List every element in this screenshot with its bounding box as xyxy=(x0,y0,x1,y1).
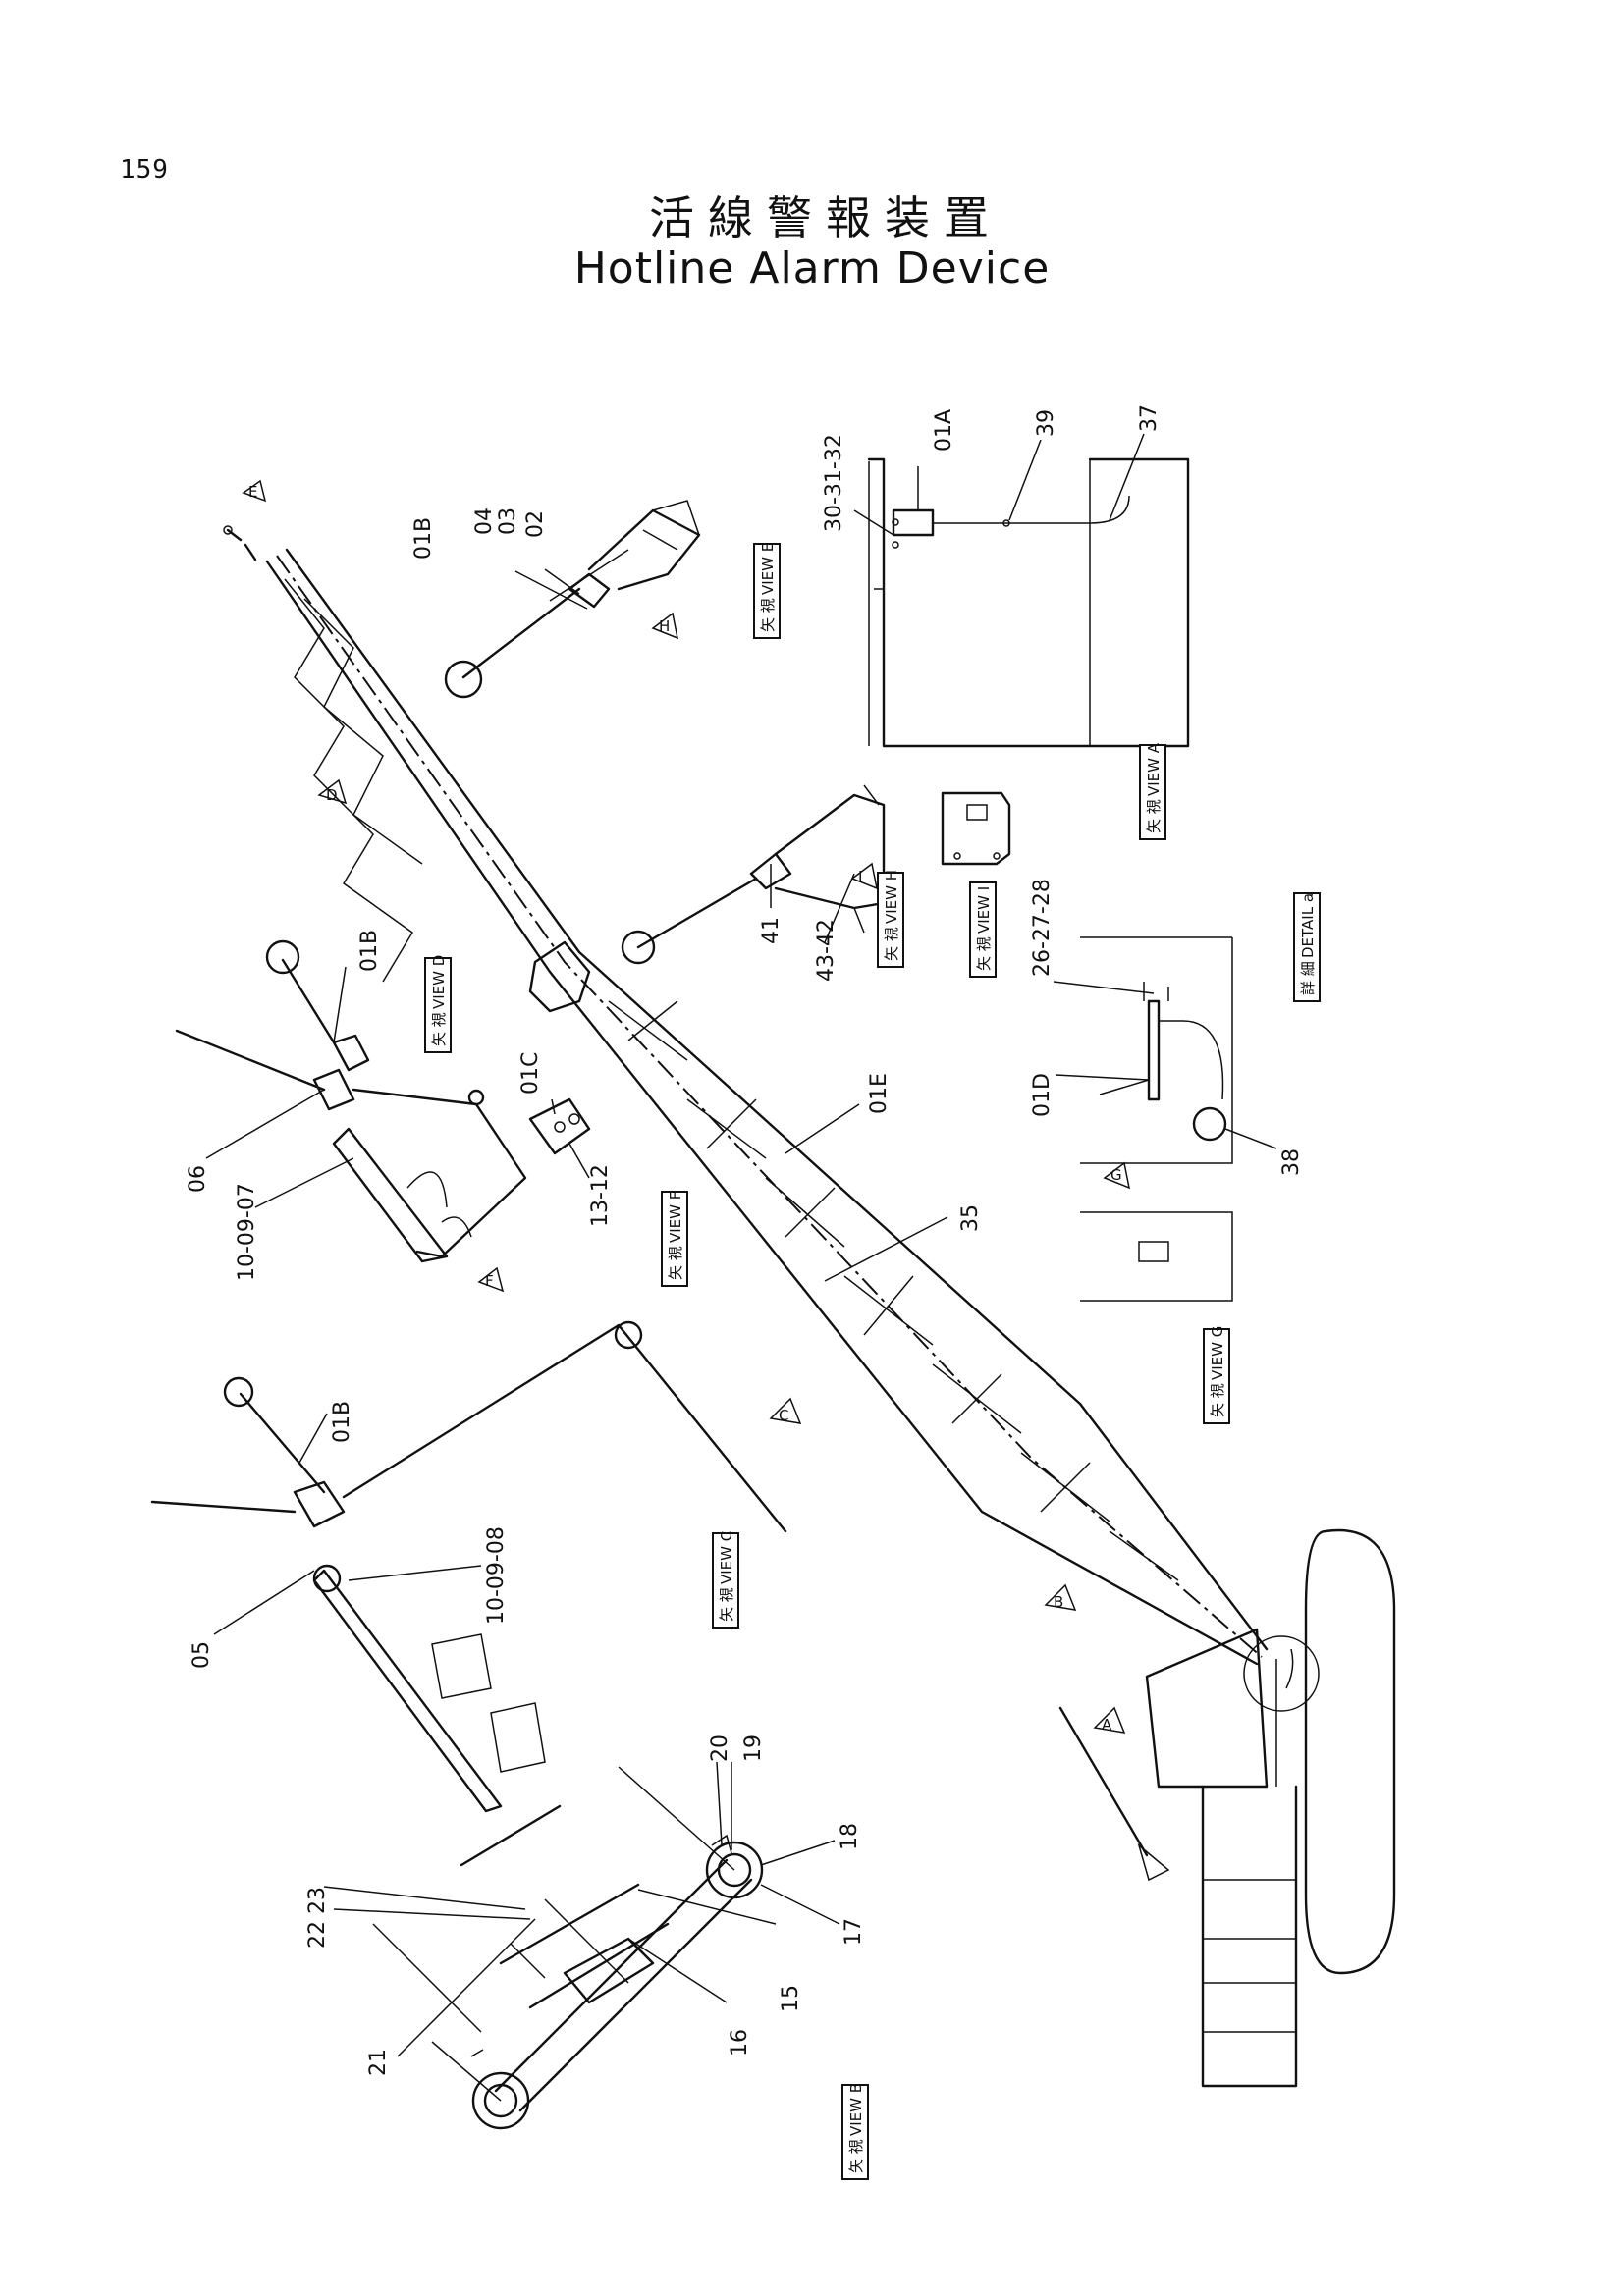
marker-i-label: I xyxy=(858,868,862,885)
view-d-label: VIEW D xyxy=(430,955,448,1009)
view-c-box: 矢 視 VIEW C xyxy=(712,1531,739,1629)
view-b-label: VIEW B xyxy=(847,2083,865,2136)
view-g-prefix: 矢 視 xyxy=(1209,1383,1226,1417)
detail-a-drawing xyxy=(1080,936,1233,1302)
callout-22-23: 22 23 xyxy=(305,1887,330,1949)
callout-10-09-07: 10-09-07 xyxy=(235,1183,259,1281)
view-a-box: 矢 視 VIEW A xyxy=(1139,742,1166,840)
view-h-prefix: 矢 視 xyxy=(883,927,900,961)
marker-c-label: C xyxy=(779,1407,788,1424)
view-c-label: VIEW C xyxy=(718,1531,735,1584)
view-h-drawing xyxy=(621,784,886,965)
callout-43-42: 43-42 xyxy=(814,919,839,982)
callout-01b-view-e: 01B xyxy=(411,517,436,560)
callout-01a: 01A xyxy=(932,409,956,452)
callout-01b-view-d: 01B xyxy=(357,930,382,972)
view-b-prefix: 矢 視 xyxy=(847,2139,865,2173)
view-a-prefix: 矢 視 xyxy=(1145,799,1163,833)
callout-04: 04 xyxy=(472,507,497,535)
view-d-box: 矢 視 VIEW D xyxy=(424,955,452,1053)
marker-h-label: H xyxy=(659,617,670,635)
callout-15: 15 xyxy=(779,1985,803,2012)
view-e-drawing xyxy=(444,500,701,699)
page-title-english: Hotline Alarm Device xyxy=(573,243,1051,294)
marker-a-label: A xyxy=(1102,1716,1112,1734)
view-markers: A B C D E F G H I xyxy=(242,479,1131,1734)
callout-18: 18 xyxy=(838,1823,862,1850)
view-h-label: VIEW H xyxy=(883,870,900,924)
callout-26-27-28: 26-27-28 xyxy=(1030,879,1055,977)
callout-labels: 30-31-32 01A 39 37 01B 04 03 02 41 43-42… xyxy=(186,404,1304,2076)
view-e-prefix: 矢 視 xyxy=(759,598,777,632)
view-b-box: 矢 視 VIEW B xyxy=(841,2083,869,2180)
marker-e-label: E xyxy=(248,483,257,501)
view-g-box: 矢 視 VIEW G xyxy=(1203,1326,1230,1424)
callout-30-31-32: 30-31-32 xyxy=(822,434,846,532)
view-d-drawing xyxy=(175,939,527,1263)
detail-a-box: 詳 細 DETAIL a xyxy=(1293,892,1321,1002)
callout-01d: 01D xyxy=(1030,1073,1055,1117)
callout-19: 19 xyxy=(741,1735,766,1762)
view-i-label: VIEW I xyxy=(975,886,993,934)
detail-a-prefix: 詳 細 xyxy=(1299,961,1317,995)
view-c-prefix: 矢 視 xyxy=(718,1587,735,1622)
callout-05: 05 xyxy=(189,1641,214,1669)
view-c-drawing xyxy=(150,1320,787,1813)
page-number: 159 xyxy=(120,155,169,185)
view-i-prefix: 矢 視 xyxy=(975,936,993,971)
callout-01e: 01E xyxy=(867,1073,892,1114)
view-i-box: 矢 視 VIEW I xyxy=(969,881,997,978)
callout-20: 20 xyxy=(708,1735,732,1762)
view-a-drawing xyxy=(867,457,1190,748)
view-f-prefix: 矢 視 xyxy=(667,1246,684,1280)
view-f-label: VIEW F xyxy=(667,1192,684,1243)
view-e-box: 矢 視 VIEW E xyxy=(753,543,781,639)
callout-41: 41 xyxy=(759,917,784,944)
view-a-label: VIEW A xyxy=(1145,742,1163,796)
callout-01c: 01C xyxy=(518,1052,543,1095)
detail-a-label: DETAIL a xyxy=(1299,893,1317,958)
marker-g-label: G xyxy=(1110,1166,1122,1184)
callout-17: 17 xyxy=(841,1918,866,1946)
marker-d-label: D xyxy=(326,786,338,804)
callout-21: 21 xyxy=(366,2049,391,2076)
view-d-prefix: 矢 視 xyxy=(430,1012,448,1046)
callout-10-09-08: 10-09-08 xyxy=(484,1526,509,1625)
callout-06: 06 xyxy=(186,1165,210,1193)
callout-16: 16 xyxy=(728,2029,752,2056)
callout-03: 03 xyxy=(496,507,520,535)
view-h-box: 矢 視 VIEW H xyxy=(877,870,904,968)
callout-13-12: 13-12 xyxy=(588,1164,613,1227)
view-i-drawing xyxy=(941,791,1011,866)
page-title-japanese: 活線警報装置 xyxy=(649,191,1002,244)
view-g-label: VIEW G xyxy=(1209,1326,1226,1380)
view-f-drawing xyxy=(528,1097,591,1155)
marker-f-label: F xyxy=(485,1272,494,1290)
view-b-drawing xyxy=(372,1766,764,2130)
callout-38: 38 xyxy=(1279,1148,1304,1176)
callout-02: 02 xyxy=(523,510,548,538)
callout-01b-view-c: 01B xyxy=(330,1401,354,1443)
crane-boom xyxy=(223,525,1396,2088)
callout-39: 39 xyxy=(1034,409,1058,437)
callout-35: 35 xyxy=(958,1204,983,1232)
view-e-label: VIEW E xyxy=(759,543,777,595)
view-f-box: 矢 視 VIEW F xyxy=(661,1191,688,1287)
leader-lines xyxy=(205,433,1277,2057)
callout-37: 37 xyxy=(1137,404,1162,432)
marker-b-label: B xyxy=(1054,1593,1063,1611)
